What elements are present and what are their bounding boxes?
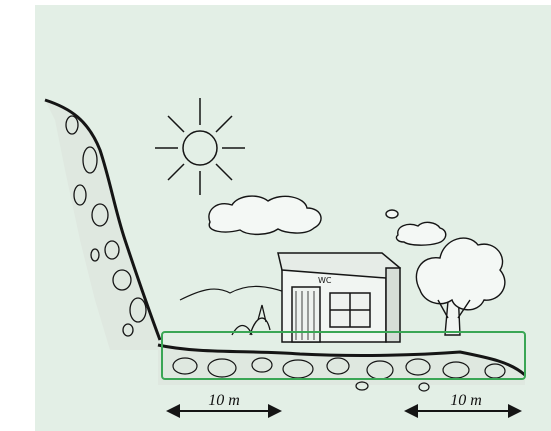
svg-text:WC: WC — [318, 276, 332, 285]
house-icon: WC — [278, 253, 400, 342]
scale-label-right: 10 m — [450, 392, 482, 409]
scale-label-left: 10 m — [208, 392, 240, 409]
